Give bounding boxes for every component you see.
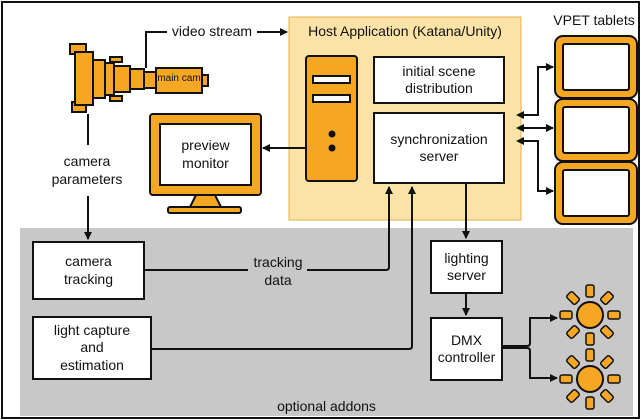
arrow-tracking-data	[145, 187, 389, 271]
synchronization-server-box: synchronization server	[373, 112, 505, 184]
arrow-to-lamp-2	[503, 347, 558, 382]
tablet-icon	[554, 161, 638, 225]
server-tower-icon	[305, 55, 358, 182]
camera-icon	[69, 43, 209, 113]
camera-tracking-box: camera tracking	[32, 241, 145, 300]
tablet-icon	[554, 35, 638, 99]
arrow-video-stream	[145, 32, 287, 68]
tracking-data-label: tracking data	[253, 254, 303, 288]
initial-scene-distribution-box: initial scene distribution	[373, 56, 505, 104]
arrow-tablet-1	[516, 63, 554, 119]
dmx-controller-box: DMX controller	[430, 317, 503, 381]
host-application-title: Host Application (Katana/Unity)	[308, 23, 502, 39]
main-cam-label: main cam	[157, 73, 201, 84]
arrow-light-capture	[152, 186, 416, 350]
lamp-icon	[559, 348, 621, 410]
light-capture-box: light capture and estimation	[32, 316, 152, 380]
video-stream-label: video stream	[171, 23, 253, 39]
optional-addons-label: optional addons	[277, 398, 376, 414]
vpet-tablets-label: VPET tablets	[553, 12, 635, 28]
lighting-server-box: lighting server	[430, 240, 503, 294]
preview-monitor-screen: preview monitor	[159, 123, 252, 186]
arrow-to-lamp-1	[503, 314, 558, 347]
camera-parameters-label: camera parameters	[51, 153, 123, 187]
arrow-tablet-3	[516, 137, 554, 195]
tablet-icon	[554, 98, 638, 162]
lamp-icon	[559, 284, 621, 346]
